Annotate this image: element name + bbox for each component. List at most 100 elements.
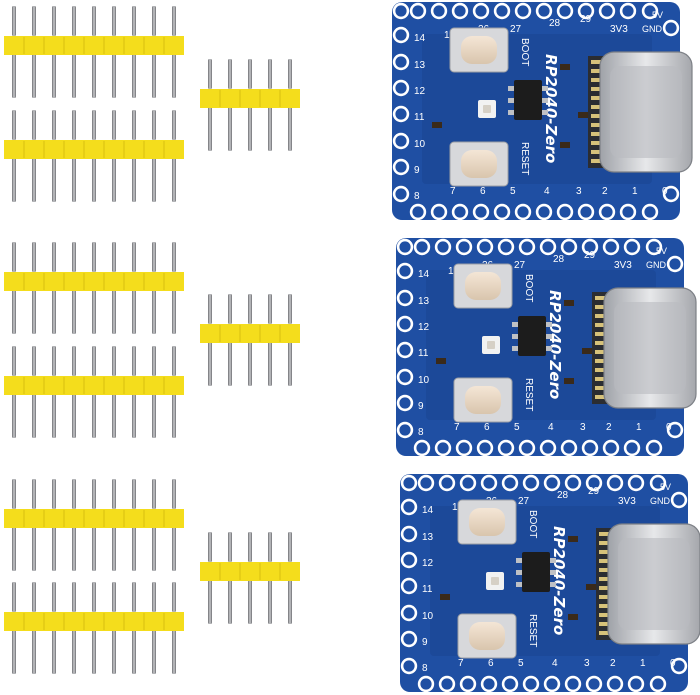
- pad-hole: [395, 108, 407, 120]
- usb-pin: [595, 377, 605, 381]
- pad-hole: [437, 442, 449, 454]
- pin-label: 7: [450, 186, 456, 197]
- header-pin-bottom: [72, 54, 76, 98]
- header-pin-top: [72, 6, 76, 36]
- pad-hole: [403, 607, 415, 619]
- pad-hole: [609, 477, 621, 489]
- pin-label: 7: [458, 658, 464, 669]
- header-pin-top: [248, 59, 252, 89]
- chip-leg: [546, 334, 552, 339]
- header-pin-top: [112, 110, 116, 140]
- header-pin-top: [172, 582, 176, 612]
- header-pin-top: [132, 110, 136, 140]
- pad-hole: [441, 477, 453, 489]
- rgb-led-lens: [491, 577, 499, 585]
- boot-button: [449, 27, 509, 73]
- header-pin-top: [152, 6, 156, 36]
- pad-hole: [567, 678, 579, 690]
- header-pin-top: [52, 6, 56, 36]
- pad-hole: [496, 5, 508, 17]
- header-pin-top: [152, 110, 156, 140]
- pad-hole: [500, 442, 512, 454]
- usb-pin: [591, 105, 601, 109]
- pad-hole: [504, 477, 516, 489]
- header-pin-top: [92, 582, 96, 612]
- boot-button: [457, 499, 517, 545]
- pin-label: 5: [518, 658, 524, 669]
- smd-component: [560, 64, 570, 70]
- header-pin-top: [112, 6, 116, 36]
- pad-hole: [580, 206, 592, 218]
- button-cap: [469, 622, 505, 650]
- usb-pin: [599, 613, 609, 617]
- usb-pin: [599, 595, 609, 599]
- header-plastic-strip: [4, 612, 184, 631]
- header-pin-top: [152, 242, 156, 272]
- header-pin-top: [172, 479, 176, 509]
- pad-hole: [648, 442, 660, 454]
- pad-hole: [630, 477, 642, 489]
- pin-label: 12: [414, 86, 426, 97]
- pad-hole: [483, 477, 495, 489]
- header-plastic-strip: [4, 509, 184, 528]
- header-pin-bottom: [32, 54, 36, 98]
- header-pin-top: [268, 59, 272, 89]
- smd-component: [578, 112, 588, 118]
- pad-hole: [416, 241, 428, 253]
- header-pin-top: [152, 479, 156, 509]
- header-pin-bottom: [152, 394, 156, 438]
- header-plastic-strip: [200, 562, 300, 581]
- pad-hole: [458, 442, 470, 454]
- pad-hole: [475, 206, 487, 218]
- header-pin-bottom: [92, 54, 96, 98]
- header-pin-top: [72, 479, 76, 509]
- header-pin-bottom: [72, 158, 76, 202]
- header-pin-top: [72, 346, 76, 376]
- pin-label: 29: [580, 14, 592, 25]
- usb-pin: [591, 69, 601, 73]
- chip-leg: [512, 322, 518, 327]
- pin-label: 0: [662, 186, 668, 197]
- pad-hole: [437, 241, 449, 253]
- chip-leg: [546, 346, 552, 351]
- chip-leg: [550, 570, 556, 575]
- regulator-chip: [514, 80, 542, 120]
- power-label-3v3: 3V3: [618, 496, 636, 507]
- pad-hole: [399, 344, 411, 356]
- pad-hole: [605, 442, 617, 454]
- regulator-chip: [522, 552, 550, 592]
- pin-label: 28: [553, 254, 565, 265]
- pin-label: 2: [602, 186, 608, 197]
- chip-leg: [508, 98, 514, 103]
- board-title: RP2040-Zero: [542, 54, 560, 163]
- pin-label: 10: [422, 611, 434, 622]
- pad-hole: [399, 397, 411, 409]
- board-title: RP2040-Zero: [550, 526, 568, 635]
- pin-label: 12: [418, 322, 430, 333]
- pad-hole: [412, 206, 424, 218]
- pad-hole: [395, 56, 407, 68]
- header-pin-top: [92, 346, 96, 376]
- pad-hole: [483, 678, 495, 690]
- header-pin-bottom: [268, 342, 272, 386]
- header-pin-bottom: [32, 394, 36, 438]
- header-pin-top: [12, 242, 16, 272]
- header-pin-top: [12, 346, 16, 376]
- pad-hole: [652, 678, 664, 690]
- header-pin-bottom: [12, 54, 16, 98]
- pin-label: 2: [610, 658, 616, 669]
- smd-component: [582, 348, 592, 354]
- rp2040-zero-board: 15262728293V3GND5V14131211109876543210BO…: [396, 238, 697, 457]
- header-pin-bottom: [92, 158, 96, 202]
- header-plastic-strip: [4, 376, 184, 395]
- header-pin-bottom: [228, 107, 232, 151]
- usb-pin: [595, 323, 605, 327]
- header-pin-bottom: [172, 54, 176, 98]
- pad-hole: [546, 477, 558, 489]
- pin-label: 13: [418, 296, 430, 307]
- pad-hole: [673, 660, 685, 672]
- short-pin-header: [200, 294, 300, 386]
- header-pin-bottom: [248, 107, 252, 151]
- usb-pin: [595, 314, 605, 318]
- header-pin-top: [152, 346, 156, 376]
